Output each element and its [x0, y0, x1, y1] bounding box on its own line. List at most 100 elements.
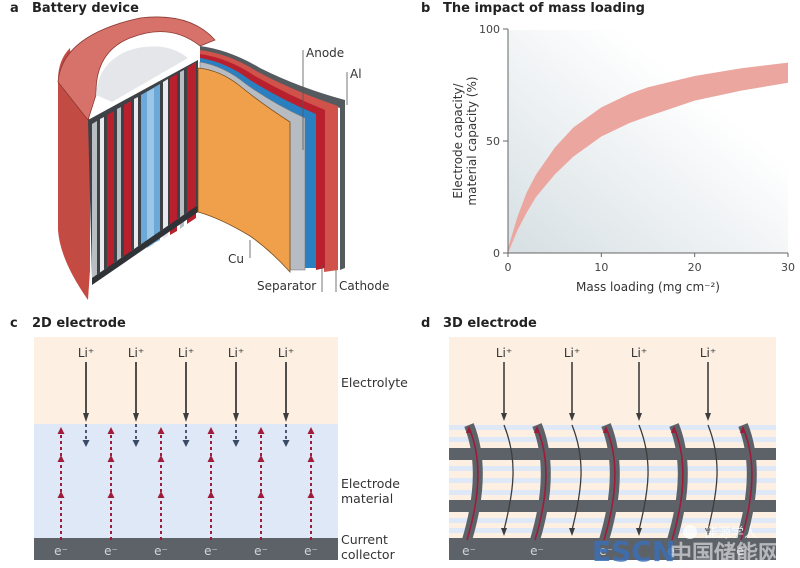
- label-line: collector: [341, 547, 395, 562]
- panel-title-text: Battery device: [32, 1, 139, 16]
- watermark-wechat: 能源学人: [705, 525, 757, 541]
- electrode-stripe: [449, 528, 776, 533]
- panel-d-title: d 3D electrode: [421, 316, 537, 331]
- label-line: material: [341, 491, 394, 506]
- x-tick-label: 30: [781, 261, 795, 274]
- arrow-head: [569, 413, 575, 421]
- 2d-electrode-diagram: Li⁺Li⁺Li⁺Li⁺Li⁺e⁻e⁻e⁻e⁻e⁻e⁻: [34, 337, 338, 560]
- y-tick-label: 100: [479, 23, 500, 36]
- y-tick-label: 0: [493, 247, 500, 260]
- label-line: Current: [341, 532, 388, 547]
- electron-arrow: [740, 427, 753, 541]
- y-axis-label-line2: material capacity (%): [465, 76, 479, 205]
- y-axis-label-line1: Electrode capacity/: [451, 82, 465, 198]
- arrow-head: [636, 528, 642, 536]
- electron-label: e⁻: [254, 544, 268, 558]
- electron-label: e⁻: [462, 544, 476, 558]
- electron-label: e⁻: [599, 544, 613, 558]
- arrow-head: [57, 491, 65, 498]
- arrow-head: [307, 455, 315, 462]
- arrow-head: [257, 491, 265, 498]
- electron-label: e⁻: [104, 544, 118, 558]
- panel-letter: d: [421, 316, 431, 331]
- electron-label: e⁻: [667, 544, 681, 558]
- arrow-head: [233, 413, 239, 422]
- panel-title-text: 3D electrode: [443, 316, 537, 331]
- arrow-head: [705, 528, 711, 536]
- electron-arrow: [671, 427, 684, 541]
- arrow-head: [133, 413, 139, 422]
- arrow-head: [466, 426, 472, 433]
- wechat-icon: [683, 525, 697, 539]
- plot-background: [508, 30, 788, 253]
- arrow-head: [57, 455, 65, 462]
- li-ion-label: Li⁺: [700, 346, 716, 360]
- label-electrode-material: Electrode material: [341, 476, 400, 506]
- li-path-arrow: [571, 424, 582, 531]
- li-ion-label: Li⁺: [78, 346, 94, 360]
- x-tick-label: 0: [505, 261, 512, 274]
- li-path-arrow: [503, 424, 514, 531]
- electron-arrow: [466, 427, 479, 541]
- arrow-head: [257, 455, 265, 462]
- arrow-head: [107, 455, 115, 462]
- arrow-head: [57, 427, 65, 434]
- electron-arrow: [534, 427, 547, 541]
- arrow-head: [569, 528, 575, 536]
- li-ion-label: Li⁺: [178, 346, 194, 360]
- arrow-head: [157, 491, 165, 498]
- arrow-head: [82, 440, 90, 447]
- battery-casing-top: [57, 16, 216, 121]
- arrow-head: [232, 440, 240, 447]
- label-cu: Cu: [228, 252, 244, 266]
- arrow-head: [257, 427, 265, 434]
- arrow-head: [307, 427, 315, 434]
- arrow-head: [83, 413, 89, 422]
- electron-label: e⁻: [204, 544, 218, 558]
- panel-letter: b: [421, 1, 431, 16]
- electron-label: e⁻: [530, 544, 544, 558]
- arrow-head: [740, 426, 746, 433]
- label-al: Al: [350, 67, 362, 81]
- battery-core-top: [96, 46, 188, 102]
- arrow-head: [501, 413, 507, 421]
- electron-arrow: [603, 427, 616, 541]
- battery-device-illustration: Anode Al Cu Separator Cathode: [57, 16, 389, 300]
- li-ion-label: Li⁺: [128, 346, 144, 360]
- current-collector: [34, 538, 338, 560]
- watermark-cn: 中国储能网: [670, 541, 780, 567]
- x-tick-label: 10: [594, 261, 608, 274]
- arrow-head: [282, 440, 290, 447]
- li-path-arrow: [707, 424, 718, 531]
- li-ion-label: Li⁺: [564, 346, 580, 360]
- li-ion-label: Li⁺: [228, 346, 244, 360]
- label-current-collector: Current collector: [341, 532, 395, 562]
- arrow-head: [501, 528, 507, 536]
- arrow-head: [307, 491, 315, 498]
- label-line: Electrode: [341, 476, 400, 491]
- current-collector-3d: [449, 538, 776, 560]
- capacity-band: [508, 62, 788, 253]
- cut-face-layers: [92, 62, 196, 278]
- arrow-head: [636, 413, 642, 421]
- arrow-head: [107, 491, 115, 498]
- panel-letter: a: [10, 1, 19, 16]
- label-separator: Separator: [257, 279, 316, 293]
- electron-label: e⁻: [154, 544, 168, 558]
- y-tick-label: 50: [486, 135, 500, 148]
- arrow-head: [705, 413, 711, 421]
- electron-label: e⁻: [736, 544, 750, 558]
- panel-title-text: 2D electrode: [32, 316, 126, 331]
- label-electrolyte: Electrolyte: [341, 375, 408, 390]
- li-path-arrow: [638, 424, 649, 531]
- x-tick-label: 20: [688, 261, 702, 274]
- arrow-head: [132, 440, 140, 447]
- arrow-head: [107, 427, 115, 434]
- li-ion-label: Li⁺: [631, 346, 647, 360]
- label-anode: Anode: [306, 46, 344, 60]
- arrow-head: [157, 455, 165, 462]
